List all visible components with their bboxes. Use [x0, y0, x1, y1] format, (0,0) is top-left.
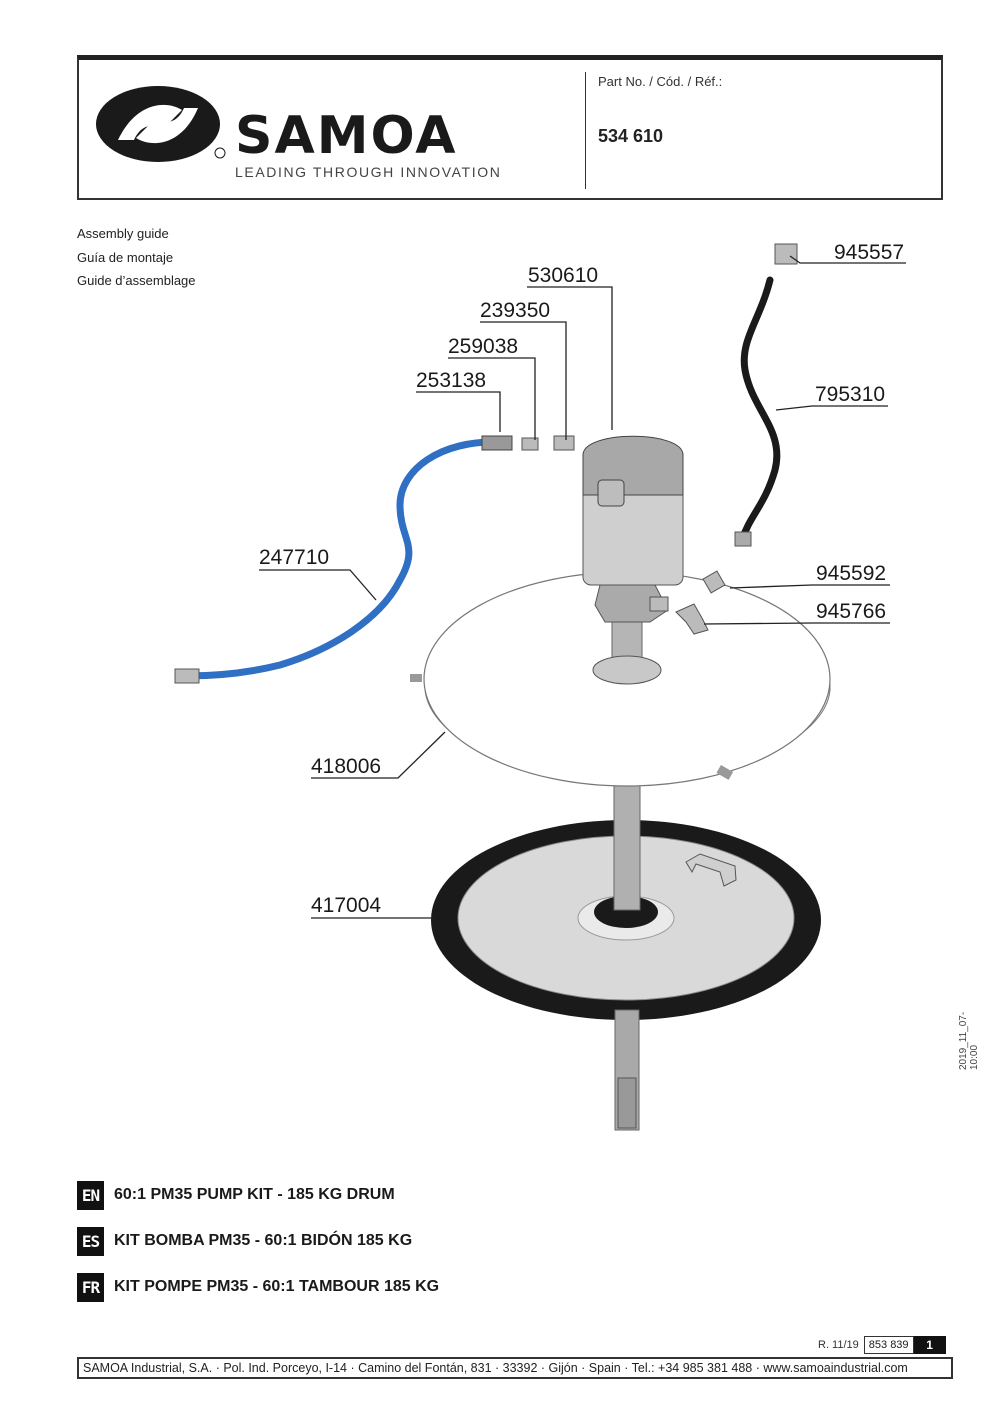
part-label-259038: 259038	[448, 335, 518, 358]
hose-fitting-bottom	[734, 531, 752, 547]
title-row-es: ES KIT BOMBA PM35 - 60:1 BIDÓN 185 KG	[77, 1226, 412, 1256]
blue-hose	[181, 438, 504, 680]
part-label-247710: 247710	[259, 546, 329, 569]
suction-tube	[613, 779, 641, 1131]
title-row-en: EN 60:1 PM35 PUMP KIT - 185 KG DRUM	[77, 1180, 395, 1210]
part-label-418006: 418006	[311, 755, 381, 778]
part-no-label: Part No. / Cód. / Réf.:	[598, 74, 723, 89]
footer-address: SAMOA Industrial, S.A. · Pol. Ind. Porce…	[77, 1357, 953, 1379]
lang-badge-es: ES	[77, 1226, 104, 1256]
guide-title-en: Assembly guide	[77, 226, 169, 241]
document-code: 853 839	[863, 1336, 914, 1354]
page-number: 1	[913, 1336, 946, 1354]
date-code: 2019_11_07-10:00	[958, 1011, 980, 1070]
header-frame	[77, 55, 943, 200]
part-label-795310: 795310	[815, 383, 885, 406]
lang-badge-en: EN	[77, 1180, 104, 1210]
part-no-value: 534 610	[598, 126, 664, 146]
part-label-417004: 417004	[311, 894, 381, 917]
follower-plate	[431, 820, 821, 1020]
title-row-fr: FR KIT POMPE PM35 - 60:1 TAMBOUR 185 KG	[77, 1272, 439, 1302]
brand-tagline: LEADING THROUGH INNOVATION	[235, 164, 502, 180]
samoa-logo-icon	[96, 86, 226, 162]
title-en: 60:1 PM35 PUMP KIT - 185 KG DRUM	[114, 1186, 395, 1203]
part-label-945557: 945557	[834, 241, 904, 264]
header-divider	[585, 72, 586, 189]
hose-end-fitting	[174, 668, 200, 684]
exploded-diagram: 945557 530610 239350 259038 253138 79531…	[174, 241, 906, 1131]
title-es: KIT BOMBA PM35 - 60:1 BIDÓN 185 KG	[114, 1232, 413, 1249]
part-label-253138: 253138	[416, 369, 486, 392]
part-label-239350: 239350	[480, 299, 550, 322]
revision-block: R. 11/19 853 839 1	[818, 1336, 946, 1354]
part-label-530610: 530610	[528, 264, 598, 287]
brand-name: SAMOA	[235, 106, 458, 166]
lang-badge-fr: FR	[77, 1272, 104, 1302]
revision-label: R. 11/19	[818, 1339, 859, 1351]
part-label-945592: 945592	[816, 562, 886, 585]
guide-title-fr: Guide d’assemblage	[77, 273, 196, 288]
fitting-945766	[675, 603, 709, 635]
title-fr: KIT POMPE PM35 - 60:1 TAMBOUR 185 KG	[114, 1278, 440, 1295]
leader-lines	[259, 255, 906, 919]
part-label-945766: 945766	[816, 600, 886, 623]
guide-title-es: Guía de montaje	[77, 250, 174, 265]
fitting-239350	[553, 435, 575, 451]
fitting-259038	[521, 437, 539, 451]
pump-body	[582, 435, 684, 685]
black-hose	[738, 276, 781, 544]
hose-crimp-fitting	[481, 435, 513, 451]
fitting-945557	[774, 243, 798, 265]
fitting-945592	[702, 570, 726, 594]
